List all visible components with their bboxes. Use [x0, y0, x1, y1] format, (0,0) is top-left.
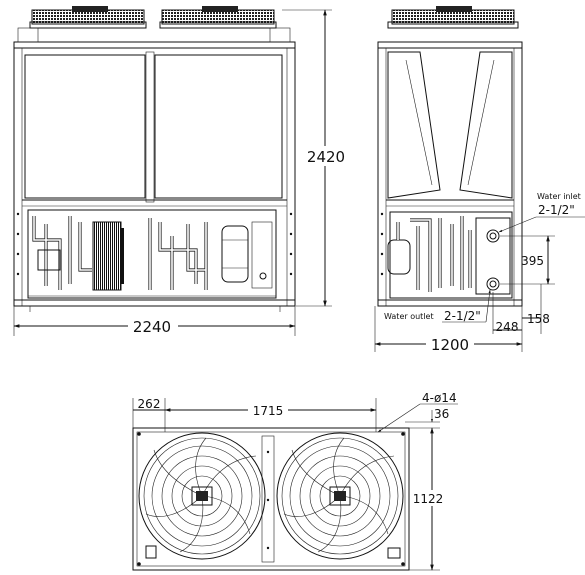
fan-spacing-dimension: 1715 — [164, 398, 377, 432]
top-outline — [132, 427, 410, 571]
side-coil-right — [459, 51, 513, 199]
front-plate-exchanger — [92, 221, 122, 291]
side-view: Water inlet 2-1/2" Water outlet 2-1/2" 3… — [374, 6, 585, 354]
front-compressor — [221, 225, 249, 283]
front-coil-right — [154, 54, 283, 199]
fan-spacing-label: 1715 — [253, 404, 284, 418]
inlet-offset-label: 158 — [527, 312, 550, 326]
side-coil-left — [387, 51, 441, 199]
hole-offset-dimension: 36 — [405, 407, 449, 429]
mounting-holes-callout: 4-ø14 — [377, 391, 458, 433]
top-depth-label: 1122 — [413, 492, 444, 506]
top-fan-left — [138, 432, 266, 560]
water-inlet-port — [486, 229, 500, 243]
side-compressor-bay — [389, 211, 513, 299]
top-view: 262 1715 4-ø14 36 1122 — [132, 391, 458, 571]
water-outlet-port — [486, 277, 500, 291]
top-depth-dimension: 1122 — [409, 427, 446, 571]
hole-offset-label: 36 — [434, 407, 449, 421]
front-height-label: 2420 — [307, 148, 345, 166]
water-inlet-callout: Water inlet 2-1/2" — [498, 192, 585, 233]
pipe-offset-dimensions: 248 158 — [492, 284, 550, 334]
front-height-dimension: 2420 — [282, 9, 349, 307]
water-inlet-size: 2-1/2" — [538, 203, 575, 217]
water-outlet-caption: Water outlet — [384, 312, 434, 321]
pipe-spacing-dimension: 395 — [500, 235, 555, 285]
front-fan-left — [29, 6, 147, 29]
outlet-offset-label: 248 — [496, 320, 519, 334]
top-left-offset-label: 262 — [138, 397, 161, 411]
front-top-frame — [13, 41, 296, 49]
water-outlet-size: 2-1/2" — [444, 309, 481, 323]
side-width-label: 1200 — [431, 336, 469, 354]
front-width-label: 2240 — [133, 318, 171, 336]
front-fan-right — [159, 6, 277, 29]
water-inlet-caption: Water inlet — [537, 192, 581, 201]
side-cabinet — [377, 47, 523, 307]
side-fan — [387, 6, 519, 29]
front-compressor-bay — [27, 209, 277, 299]
top-fan-right — [276, 432, 404, 560]
pipe-spacing-label: 395 — [521, 254, 544, 268]
side-width-dimension: 1200 — [374, 306, 523, 354]
front-view: 2420 2240 — [13, 6, 349, 336]
water-outlet-callout: Water outlet 2-1/2" — [384, 289, 491, 323]
front-coil-left — [24, 54, 146, 199]
front-width-dimension: 2240 — [13, 306, 296, 336]
mounting-holes-label: 4-ø14 — [422, 391, 457, 405]
top-left-offset-dimension: 262 — [132, 397, 166, 432]
